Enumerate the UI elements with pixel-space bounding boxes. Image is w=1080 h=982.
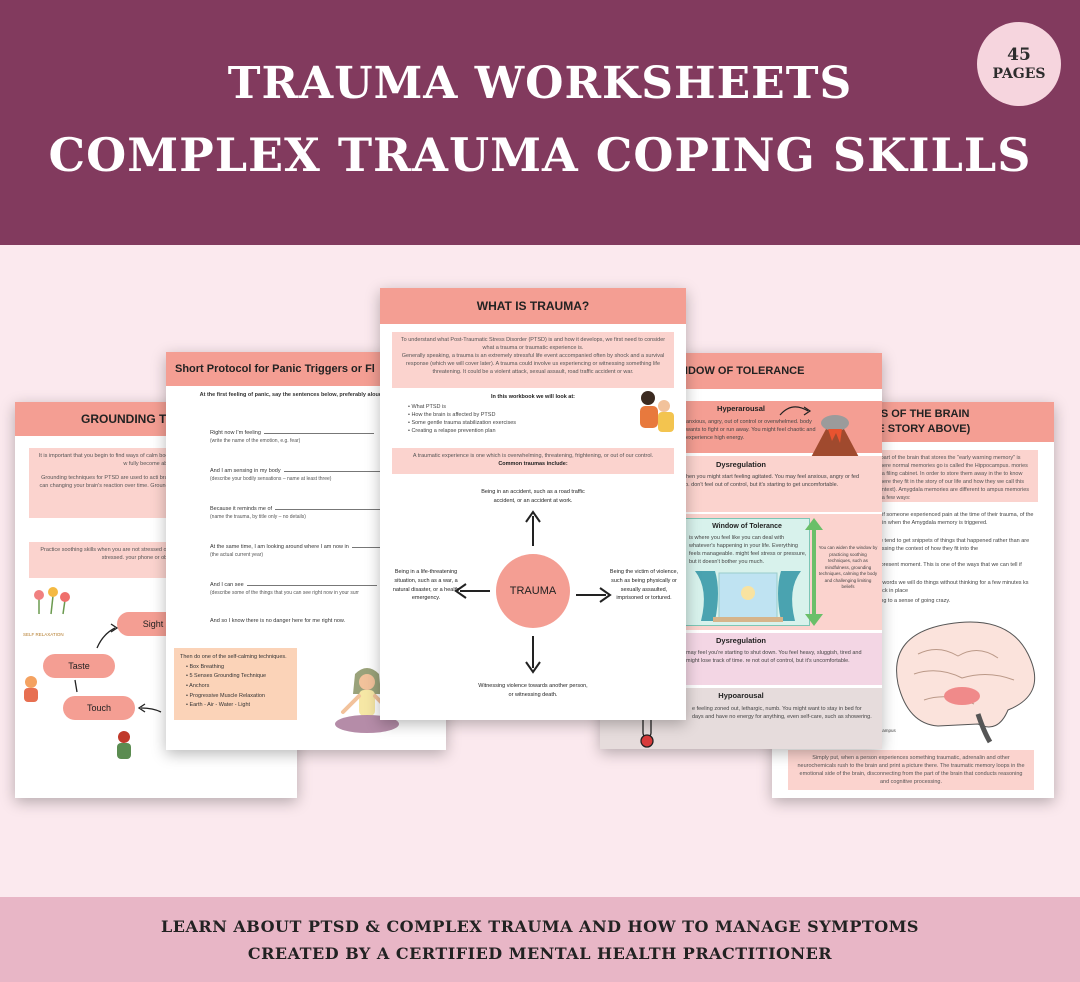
- prompt-5-blank[interactable]: [246, 585, 377, 586]
- header-banner: [0, 0, 1080, 245]
- dysregulation-2-text: may feel you're starting to shut down. Y…: [686, 650, 862, 664]
- workbook-list: • What PTSD is • How the brain is affect…: [408, 404, 516, 436]
- window-illustration-icon: [695, 571, 801, 622]
- workbook-item-2: • How the brain is affected by PTSD: [408, 411, 496, 418]
- prompt-1: Right now I'm feeling: [210, 430, 374, 436]
- brain-item-4: er words we will do things without think…: [876, 580, 1029, 594]
- title-line-2: COMPLEX TRAUMA COPING SKILLS: [48, 128, 1032, 182]
- prompt-3: Because it reminds me of: [210, 506, 386, 512]
- hypoarousal-label: Hypoarousal: [718, 691, 764, 700]
- worksheet-brain-parts: NT PARTS OF THE BRAIN ROM THE STORY ABOV…: [772, 402, 1054, 798]
- title-line-1: TRAUMA WORKSHEETS: [227, 58, 853, 109]
- technique-1: • Box Breathing: [186, 663, 225, 670]
- technique-2: • 5 Senses Grounding Technique: [186, 673, 267, 680]
- footer-line-1: LEARN ABOUT PTSD & COMPLEX TRAUMA AND HO…: [161, 917, 919, 936]
- prompt-3-blank[interactable]: [275, 509, 386, 510]
- traumatic-experience-box: A traumatic experience is one which is o…: [392, 448, 674, 474]
- sense-cycle-arrows: [74, 623, 162, 713]
- double-arrow-icon: [805, 518, 823, 626]
- hyperarousal-label: Hyperarousal: [717, 404, 765, 413]
- dysregulation-text: when you might start feeling agitated. Y…: [682, 474, 860, 488]
- widen-window-text: You can widen the window by practicing s…: [818, 545, 878, 590]
- prompt-1-hint: (write the name of the emotion, e.g. fea…: [210, 438, 301, 444]
- prompt-6: And so I know there is no danger here fo…: [210, 618, 346, 624]
- trauma-example-life-threatening: Being in a life-threatening situation, s…: [392, 569, 460, 602]
- prompt-3-hint: (name the trauma, by title only – no det…: [210, 514, 306, 520]
- self-relaxation-label: SELF RELAXATION: [23, 632, 64, 637]
- prompt-4-hint: (the actual current year): [210, 552, 264, 558]
- workbook-title: In this workbook we will look at:: [490, 394, 576, 400]
- brain-item-3: e present moment. This is one of the way…: [876, 562, 1022, 568]
- trauma-arrows: [454, 510, 612, 674]
- prompt-5: And I can see: [210, 582, 377, 588]
- techniques-title: Then do one of the self-calming techniqu…: [180, 654, 287, 660]
- trauma-example-accident: Being in an accident, such as a road tra…: [481, 489, 585, 504]
- hippocampus-label: campus: [880, 728, 896, 733]
- window-label: Window of Tolerance: [712, 523, 782, 530]
- prompt-5-text: And I can see: [210, 582, 244, 588]
- sense-taste: Taste: [43, 654, 115, 678]
- trauma-center-circle: TRAUMA: [496, 554, 570, 628]
- protocol-instruction: At the first feeling of panic, say the s…: [199, 392, 421, 398]
- person-touch-icon: [117, 731, 131, 759]
- badge-label: PAGES: [992, 65, 1046, 82]
- brain-bottom-box: Simply put, when a person experiences so…: [788, 750, 1034, 790]
- footer-line-2: CREATED BY A CERTIFIED MENTAL HEALTH PRA…: [247, 944, 833, 963]
- volcano-icon: [779, 406, 862, 463]
- technique-5: • Earth - Air - Water - Light: [186, 702, 251, 709]
- prompt-1-blank[interactable]: [263, 433, 374, 434]
- grounding-intro-2: Grounding techniques for PTSD are used t…: [39, 474, 274, 489]
- workbook-item-3: • Some gentle trauma stabilization exerc…: [408, 419, 517, 426]
- brain-illustration-icon: [896, 621, 1036, 744]
- flowers-icon: [34, 587, 70, 615]
- trauma-intro: To understand what Post-Traumatic Stress…: [400, 337, 666, 351]
- dysregulation-2-label: Dysregulation: [715, 636, 766, 645]
- prompt-4-text: At the same time, I am looking around wh…: [210, 544, 349, 550]
- common-traumas-heading: Common traumas include:: [498, 460, 568, 467]
- brain-item-5: ding to a sense of going crazy.: [876, 598, 951, 604]
- prompt-4-blank[interactable]: [351, 547, 392, 548]
- trauma-intro-2: Generally speaking, a trauma is an extre…: [401, 352, 665, 375]
- footer-banner: [0, 897, 1080, 982]
- hypoarousal-text: e feeling zoned out, lethargic, numb. Yo…: [692, 706, 872, 720]
- prompt-2-blank[interactable]: [283, 471, 394, 472]
- page-count-badge: 45 PAGES: [977, 22, 1061, 106]
- hyperarousal-text: anxious, angry, out of control or overwh…: [686, 419, 816, 441]
- techniques-box: Then do one of the self-calming techniqu…: [174, 648, 297, 720]
- window-text: is where you feel like you can deal with…: [689, 535, 807, 565]
- technique-4: • Progressive Muscle Relaxation: [186, 692, 265, 699]
- brain-item-2: we tend to get snippets of things that h…: [876, 538, 1030, 552]
- prompt-2-text: And I am sensing in my body: [210, 468, 281, 474]
- trauma-example-witnessing: Witnessing violence towards another pers…: [478, 683, 588, 698]
- prompt-5-hint: (describe some of the things that you ca…: [210, 590, 359, 596]
- trauma-intro-box: To understand what Post-Traumatic Stress…: [392, 332, 674, 388]
- prompt-3-text: Because it reminds me of: [210, 506, 273, 512]
- traumatic-definition: A traumatic experience is one which is o…: [412, 453, 654, 459]
- worksheet-what-is-trauma: WHAT IS TRAUMA? To understand what Post-…: [380, 288, 686, 720]
- sense-touch: Touch: [63, 696, 135, 720]
- prompt-1-text: Right now I'm feeling: [210, 430, 261, 436]
- workbook-item-4: • Creating a relapse prevention plan: [408, 427, 496, 434]
- dysregulation-label: Dysregulation: [715, 460, 766, 469]
- prompt-2-hint: (describe your bodily sensations – name …: [210, 476, 332, 482]
- trauma-example-violence: Being the victim of violence, such as be…: [609, 569, 679, 602]
- grounding-intro: It is important that you begin to find w…: [38, 453, 275, 467]
- badge-number: 45: [1007, 44, 1031, 65]
- person-eating-icon: [24, 676, 38, 702]
- technique-3: • Anchors: [186, 682, 210, 689]
- brain-item-1: g. if someone experienced pain at the ti…: [876, 512, 1034, 526]
- workbook-item-1: • What PTSD is: [408, 404, 446, 410]
- trauma-title: WHAT IS TRAUMA?: [380, 288, 686, 324]
- prompt-4: At the same time, I am looking around wh…: [210, 544, 392, 550]
- window-of-tolerance-box: Window of Tolerance is where you feel li…: [684, 518, 810, 626]
- consoling-people-icon: [640, 391, 674, 432]
- prompt-2: And I am sensing in my body: [210, 468, 394, 474]
